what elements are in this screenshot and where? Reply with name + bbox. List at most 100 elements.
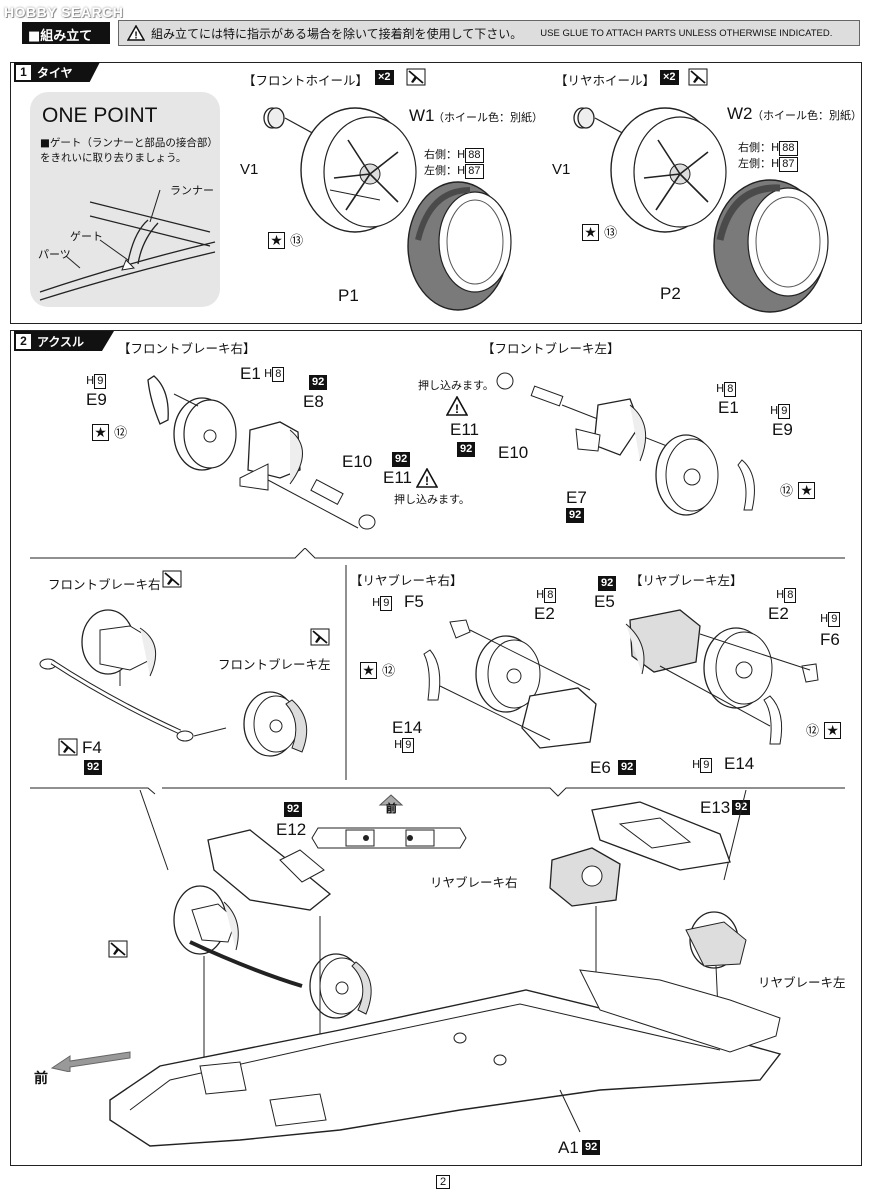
label-runner: ランナー bbox=[170, 184, 214, 197]
section-2-title: アクスル bbox=[37, 334, 85, 349]
warning-icon: ! bbox=[416, 468, 438, 488]
fbr-heading: 【フロントブレーキ右】 bbox=[118, 341, 256, 356]
front-arrow-icon bbox=[378, 794, 404, 814]
rbr-e6: E6 bbox=[590, 758, 611, 777]
rbr-chassis-label: リヤブレーキ右 bbox=[430, 875, 518, 890]
fbl-push-note: 押し込みます。 bbox=[418, 379, 494, 392]
tie-rod-drawing bbox=[39, 609, 308, 757]
svg-text:!: ! bbox=[455, 402, 459, 416]
glue-note-en: USE GLUE TO ATTACH PARTS UNLESS OTHERWIS… bbox=[540, 27, 833, 39]
section-1-frame bbox=[10, 62, 862, 324]
one-point-desc: ■ゲート（ランナーと部品の接合部）をきれいに取り去りましょう。 bbox=[40, 137, 213, 164]
e12-code92: 92 bbox=[284, 802, 303, 817]
rbr-e14: E14 bbox=[392, 718, 423, 737]
rear-wheel-mult: ×2 bbox=[660, 70, 679, 85]
glue-note-jp: 組み立てには特に指示がある場合を除いて接着剤を使用して下さい。 bbox=[151, 26, 523, 41]
fbl-e1: E1 bbox=[718, 398, 739, 417]
rear-wheel-drawing bbox=[573, 107, 829, 313]
e6-code92: 92 bbox=[618, 760, 637, 775]
rear-wheel-heading: 【リヤホイール】 bbox=[555, 73, 656, 88]
fbl-e7: E7 bbox=[566, 488, 587, 507]
part-e13: E13 bbox=[700, 798, 731, 817]
rbl-heading: 【リヤブレーキ左】 bbox=[630, 573, 743, 588]
section-1-tab: 1 タイヤ bbox=[14, 62, 100, 82]
part-a1: A1 bbox=[558, 1138, 579, 1157]
tie-rod-fbl-label: フロントブレーキ左 bbox=[218, 657, 331, 672]
fbr-push-note: 押し込みます。 bbox=[394, 493, 470, 506]
rbl-e2: E2 bbox=[768, 604, 789, 623]
rear-star-marker: ★ ⑬ bbox=[582, 222, 617, 241]
part-v1-front: V1 bbox=[240, 161, 259, 178]
front-direction-arrow-icon bbox=[50, 1051, 131, 1072]
page-number: 2 bbox=[436, 1175, 451, 1189]
assembly-title: ■組み立て bbox=[22, 22, 110, 44]
star-icon: ★ bbox=[92, 424, 109, 441]
e5-code92: 92 bbox=[598, 576, 617, 591]
f4-code92: 92 bbox=[84, 760, 103, 775]
label-parts: パーツ bbox=[38, 248, 71, 261]
fbl-e9: E9 bbox=[772, 420, 793, 439]
fbl-code92b: 92 bbox=[566, 508, 585, 523]
front-star-marker: ★ ⑬ bbox=[268, 230, 303, 249]
svg-text:!: ! bbox=[134, 31, 137, 42]
rbl-star-marker: ⑫ ★ bbox=[806, 720, 842, 739]
no-glue-icon bbox=[108, 940, 128, 958]
front-direction-label: 前 bbox=[34, 1071, 48, 1087]
fbr-star-marker: ★ ⑫ bbox=[92, 422, 127, 441]
star-icon: ★ bbox=[798, 482, 816, 499]
part-f6: F6 bbox=[820, 630, 840, 649]
section-2-number: 2 bbox=[16, 333, 31, 349]
fbr-e11: E11 bbox=[383, 468, 412, 487]
rbr-drawing bbox=[423, 619, 597, 749]
part-e5: E5 bbox=[594, 592, 615, 611]
front-mark: 前 bbox=[386, 802, 397, 815]
rbl-e14: E14 bbox=[724, 754, 755, 773]
rbr-e2: E2 bbox=[534, 604, 555, 623]
fbr-e9: E9 bbox=[86, 390, 107, 409]
part-f4: F4 bbox=[82, 738, 102, 757]
no-glue-icon bbox=[162, 570, 182, 588]
e13-code92: 92 bbox=[732, 800, 751, 815]
fbr-drawing bbox=[147, 375, 376, 530]
chassis-drawing bbox=[109, 790, 782, 1147]
star-icon: ★ bbox=[268, 232, 285, 249]
star-icon: ★ bbox=[582, 224, 599, 241]
watermark: HOBBY SEARCH bbox=[4, 4, 124, 20]
warning-icon: ! bbox=[446, 396, 468, 416]
fbl-code92a: 92 bbox=[457, 442, 476, 457]
fbr-e10: E10 bbox=[342, 452, 373, 471]
part-f5: F5 bbox=[404, 592, 424, 611]
tie-rod-fbr-label: フロントブレーキ右 bbox=[48, 577, 161, 592]
front-wheel-mult: ×2 bbox=[375, 70, 394, 85]
warning-icon: ! bbox=[127, 25, 145, 41]
fbr-e11-code92: 92 bbox=[392, 452, 411, 467]
step-divider bbox=[30, 548, 845, 559]
svg-text:!: ! bbox=[425, 474, 429, 488]
step-divider-vertical bbox=[345, 565, 347, 780]
part-e12: E12 bbox=[276, 820, 307, 839]
no-glue-icon bbox=[58, 738, 78, 756]
rbr-heading: 【リヤブレーキ右】 bbox=[350, 573, 463, 588]
rear-wheel-color-note: （ホイール色：別紙） bbox=[752, 109, 862, 122]
star-icon: ★ bbox=[824, 722, 842, 739]
star-icon: ★ bbox=[360, 662, 377, 679]
rbl-drawing bbox=[625, 609, 819, 745]
label-gate: ゲート bbox=[70, 230, 103, 243]
section-2-frame bbox=[10, 330, 862, 1166]
fbl-e10: E10 bbox=[498, 443, 529, 462]
section-1-title: タイヤ bbox=[37, 65, 73, 80]
fbl-heading: 【フロントブレーキ左】 bbox=[482, 341, 620, 356]
fbr-e8: E8 bbox=[303, 392, 324, 411]
step-divider-bottom bbox=[30, 787, 845, 797]
one-point-panel: ONE POINT ■ゲート（ランナーと部品の接合部）をきれいに取り去りましょう… bbox=[30, 92, 220, 307]
